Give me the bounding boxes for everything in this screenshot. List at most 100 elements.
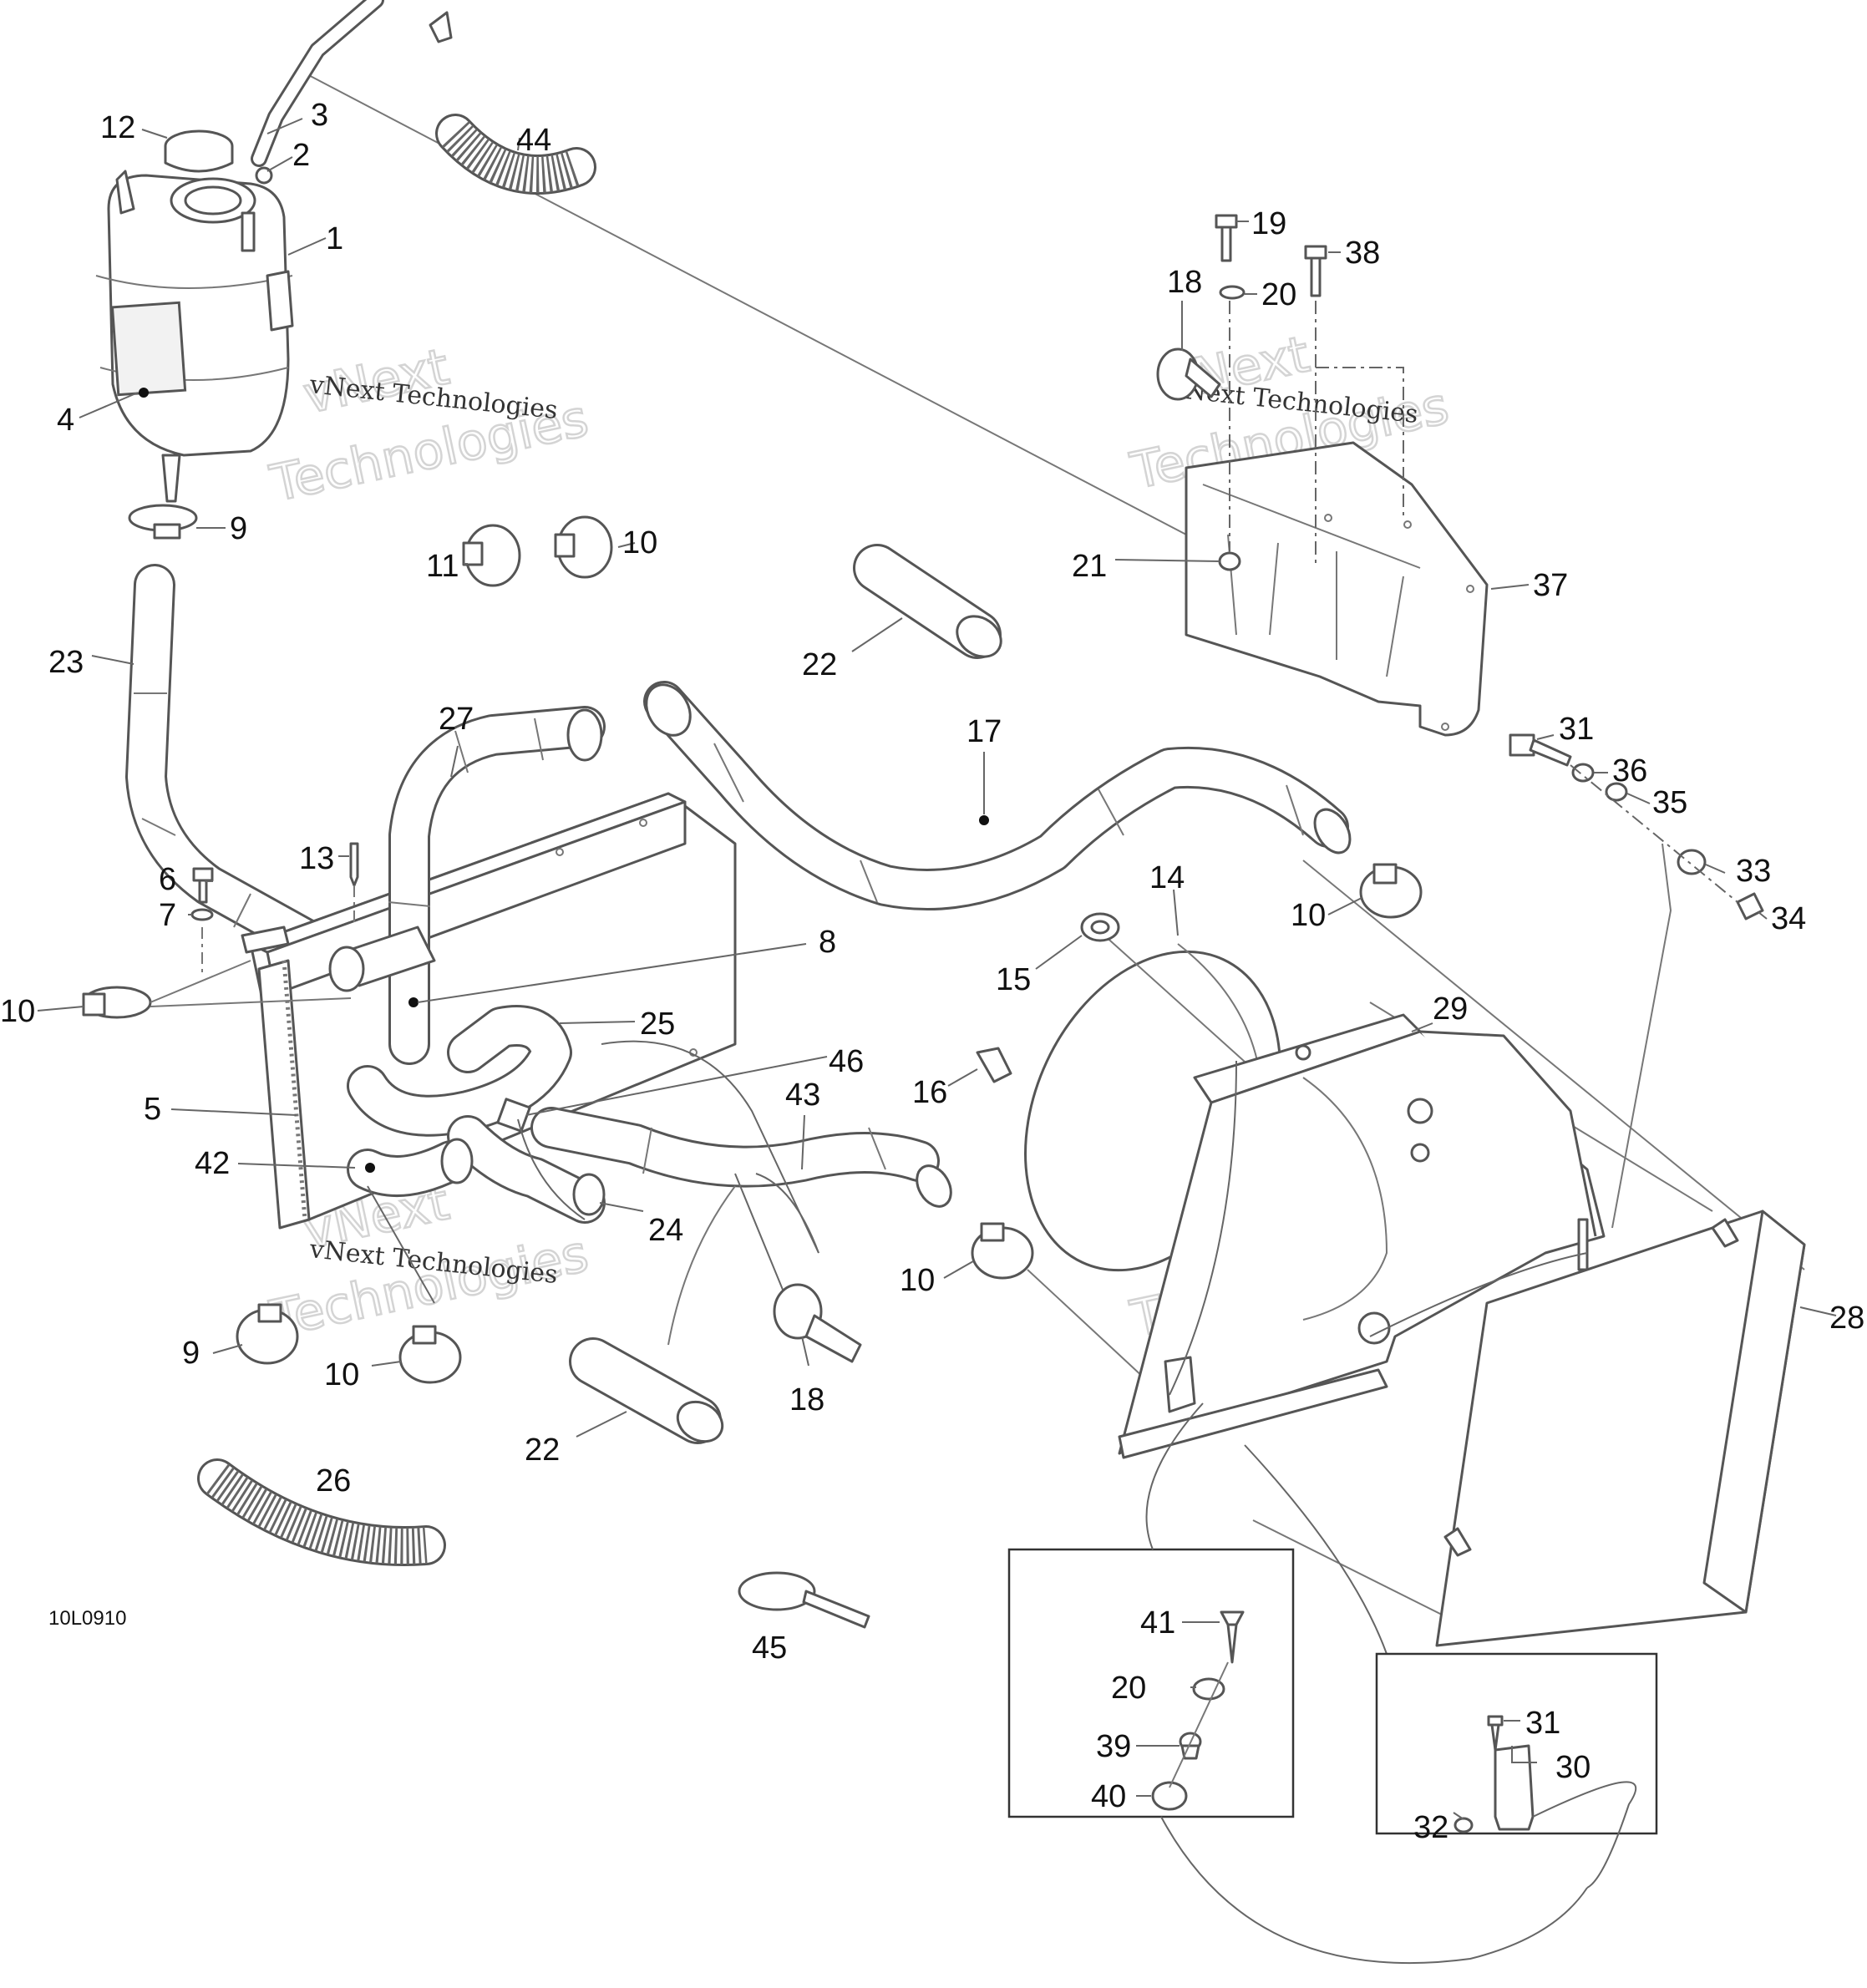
sleeve-bottom-ribs	[205, 1463, 428, 1565]
hose-17-line-c	[1098, 789, 1124, 836]
heat-shield-rib-1	[1202, 484, 1421, 569]
hose-25	[347, 1005, 572, 1137]
bolt-13-shank	[349, 842, 359, 887]
hose-24	[447, 1115, 606, 1224]
leader-5	[170, 1108, 297, 1116]
shroud-hole-1	[1407, 1098, 1433, 1124]
vent-hose-end	[429, 11, 453, 43]
leader-27	[450, 745, 459, 778]
leader-34	[1758, 911, 1768, 920]
route-arrow-25	[601, 1040, 819, 1254]
callout-5: 5	[144, 1092, 161, 1127]
callout-45: 45	[752, 1630, 787, 1666]
heat-shield	[1185, 441, 1489, 737]
leader-10-middle	[943, 1260, 974, 1279]
hose-27-line-a	[388, 901, 431, 907]
hose-23-inner	[128, 566, 378, 987]
leader-10-bottom	[371, 1361, 402, 1367]
leader-15	[1035, 935, 1083, 970]
tee-fitting	[328, 926, 436, 1007]
rear-radiator-side	[1702, 1210, 1806, 1614]
clamp-10-left-screw	[82, 992, 106, 1017]
bolt-19	[1215, 214, 1238, 262]
callout-9-bottom: 9	[182, 1336, 200, 1371]
callout-10-top: 10	[622, 525, 657, 560]
detail-box-mounting	[1007, 1548, 1295, 1818]
callout-7: 7	[159, 898, 176, 933]
callout-20-detail: 20	[1111, 1671, 1146, 1706]
callout-33: 33	[1736, 854, 1771, 889]
callout-35: 35	[1652, 785, 1687, 820]
hose-17-inner	[646, 683, 1347, 908]
nut-21	[1218, 551, 1241, 571]
callout-labels: 1 2 3 4 5 6 7 8 9 9 10 10 10 10 10 11 12…	[0, 98, 1864, 1845]
callout-46: 46	[829, 1044, 864, 1079]
tee-46-body	[496, 1098, 531, 1133]
sleeve-top-ribs	[441, 120, 583, 193]
callout-17: 17	[966, 714, 1002, 749]
nut-32	[1454, 1817, 1474, 1833]
fan-hardware-axis	[1570, 764, 1738, 903]
washer-20-top	[1219, 285, 1246, 300]
callout-38: 38	[1345, 236, 1380, 271]
washer-36	[1571, 763, 1595, 783]
callout-34: 34	[1771, 901, 1806, 936]
shroud-hole-4	[1295, 1044, 1311, 1061]
callout-22-bottom: 22	[525, 1433, 560, 1468]
detail-box-bracket-loop	[1532, 1781, 1637, 1889]
clamp-9-bottom-screw	[257, 1303, 282, 1323]
bolt-31-head	[1509, 733, 1535, 757]
callout-2: 2	[292, 138, 310, 173]
sleeve-34	[1736, 892, 1764, 920]
p-clamp-18-tab	[804, 1314, 862, 1363]
callout-41: 41	[1140, 1605, 1175, 1641]
rear-radiator-stud-bottom	[1443, 1527, 1472, 1557]
leader-46	[525, 1056, 828, 1116]
clamp-10-left-guide	[150, 960, 352, 1007]
cap-skirt	[164, 146, 234, 173]
washer-20-detail	[1192, 1677, 1225, 1701]
hose-42-end	[440, 1138, 474, 1184]
tee-fitting-dot	[408, 997, 419, 1007]
route-arrow-42	[367, 1185, 435, 1304]
shroud-mount-tab	[1164, 1356, 1196, 1413]
clamp-10-right-screw	[1372, 863, 1398, 885]
hose-24-end	[572, 1173, 606, 1216]
corrugated-sleeve-top	[435, 114, 596, 195]
callout-31-detail: 31	[1525, 1706, 1560, 1741]
screw-41-shank	[1226, 1623, 1238, 1664]
bolt-31-shank	[1529, 738, 1572, 767]
leader-28	[1799, 1306, 1837, 1316]
coolant-reservoir	[95, 170, 294, 503]
corrugated-sleeve-bottom	[197, 1458, 446, 1566]
leader-2	[266, 156, 293, 172]
heat-shield-hole-3	[1466, 585, 1474, 593]
hose-27-line-c	[534, 718, 544, 761]
leader-8	[417, 943, 807, 1003]
callout-24: 24	[648, 1213, 683, 1248]
hose-27-line-b	[454, 730, 469, 773]
shroud-bottom-flange	[1118, 1368, 1388, 1459]
bushing-39-body	[1180, 1744, 1200, 1760]
shroud-clip	[1577, 1218, 1589, 1271]
reservoir-cap	[164, 129, 234, 173]
callout-9-top: 9	[230, 511, 247, 546]
hose-42-inner	[349, 1143, 469, 1194]
bolt-38	[1304, 245, 1327, 297]
hose-27-end	[566, 708, 603, 762]
hose-42	[347, 1138, 474, 1197]
spacer-15-hole	[1090, 920, 1110, 935]
hose-17	[643, 681, 1352, 910]
callout-27: 27	[439, 702, 474, 737]
leader-4	[79, 392, 139, 418]
callout-23: 23	[48, 645, 84, 680]
leader-21	[1114, 559, 1220, 562]
callout-10-left: 10	[0, 994, 35, 1029]
callout-4: 4	[57, 403, 74, 438]
cable-tie-tail	[802, 1590, 870, 1629]
clamp-10-bottom	[398, 1325, 462, 1384]
clamp-10-middle	[971, 1222, 1034, 1280]
clamp-9-bottom	[236, 1303, 299, 1365]
p-clamp-18-top	[1156, 347, 1221, 401]
